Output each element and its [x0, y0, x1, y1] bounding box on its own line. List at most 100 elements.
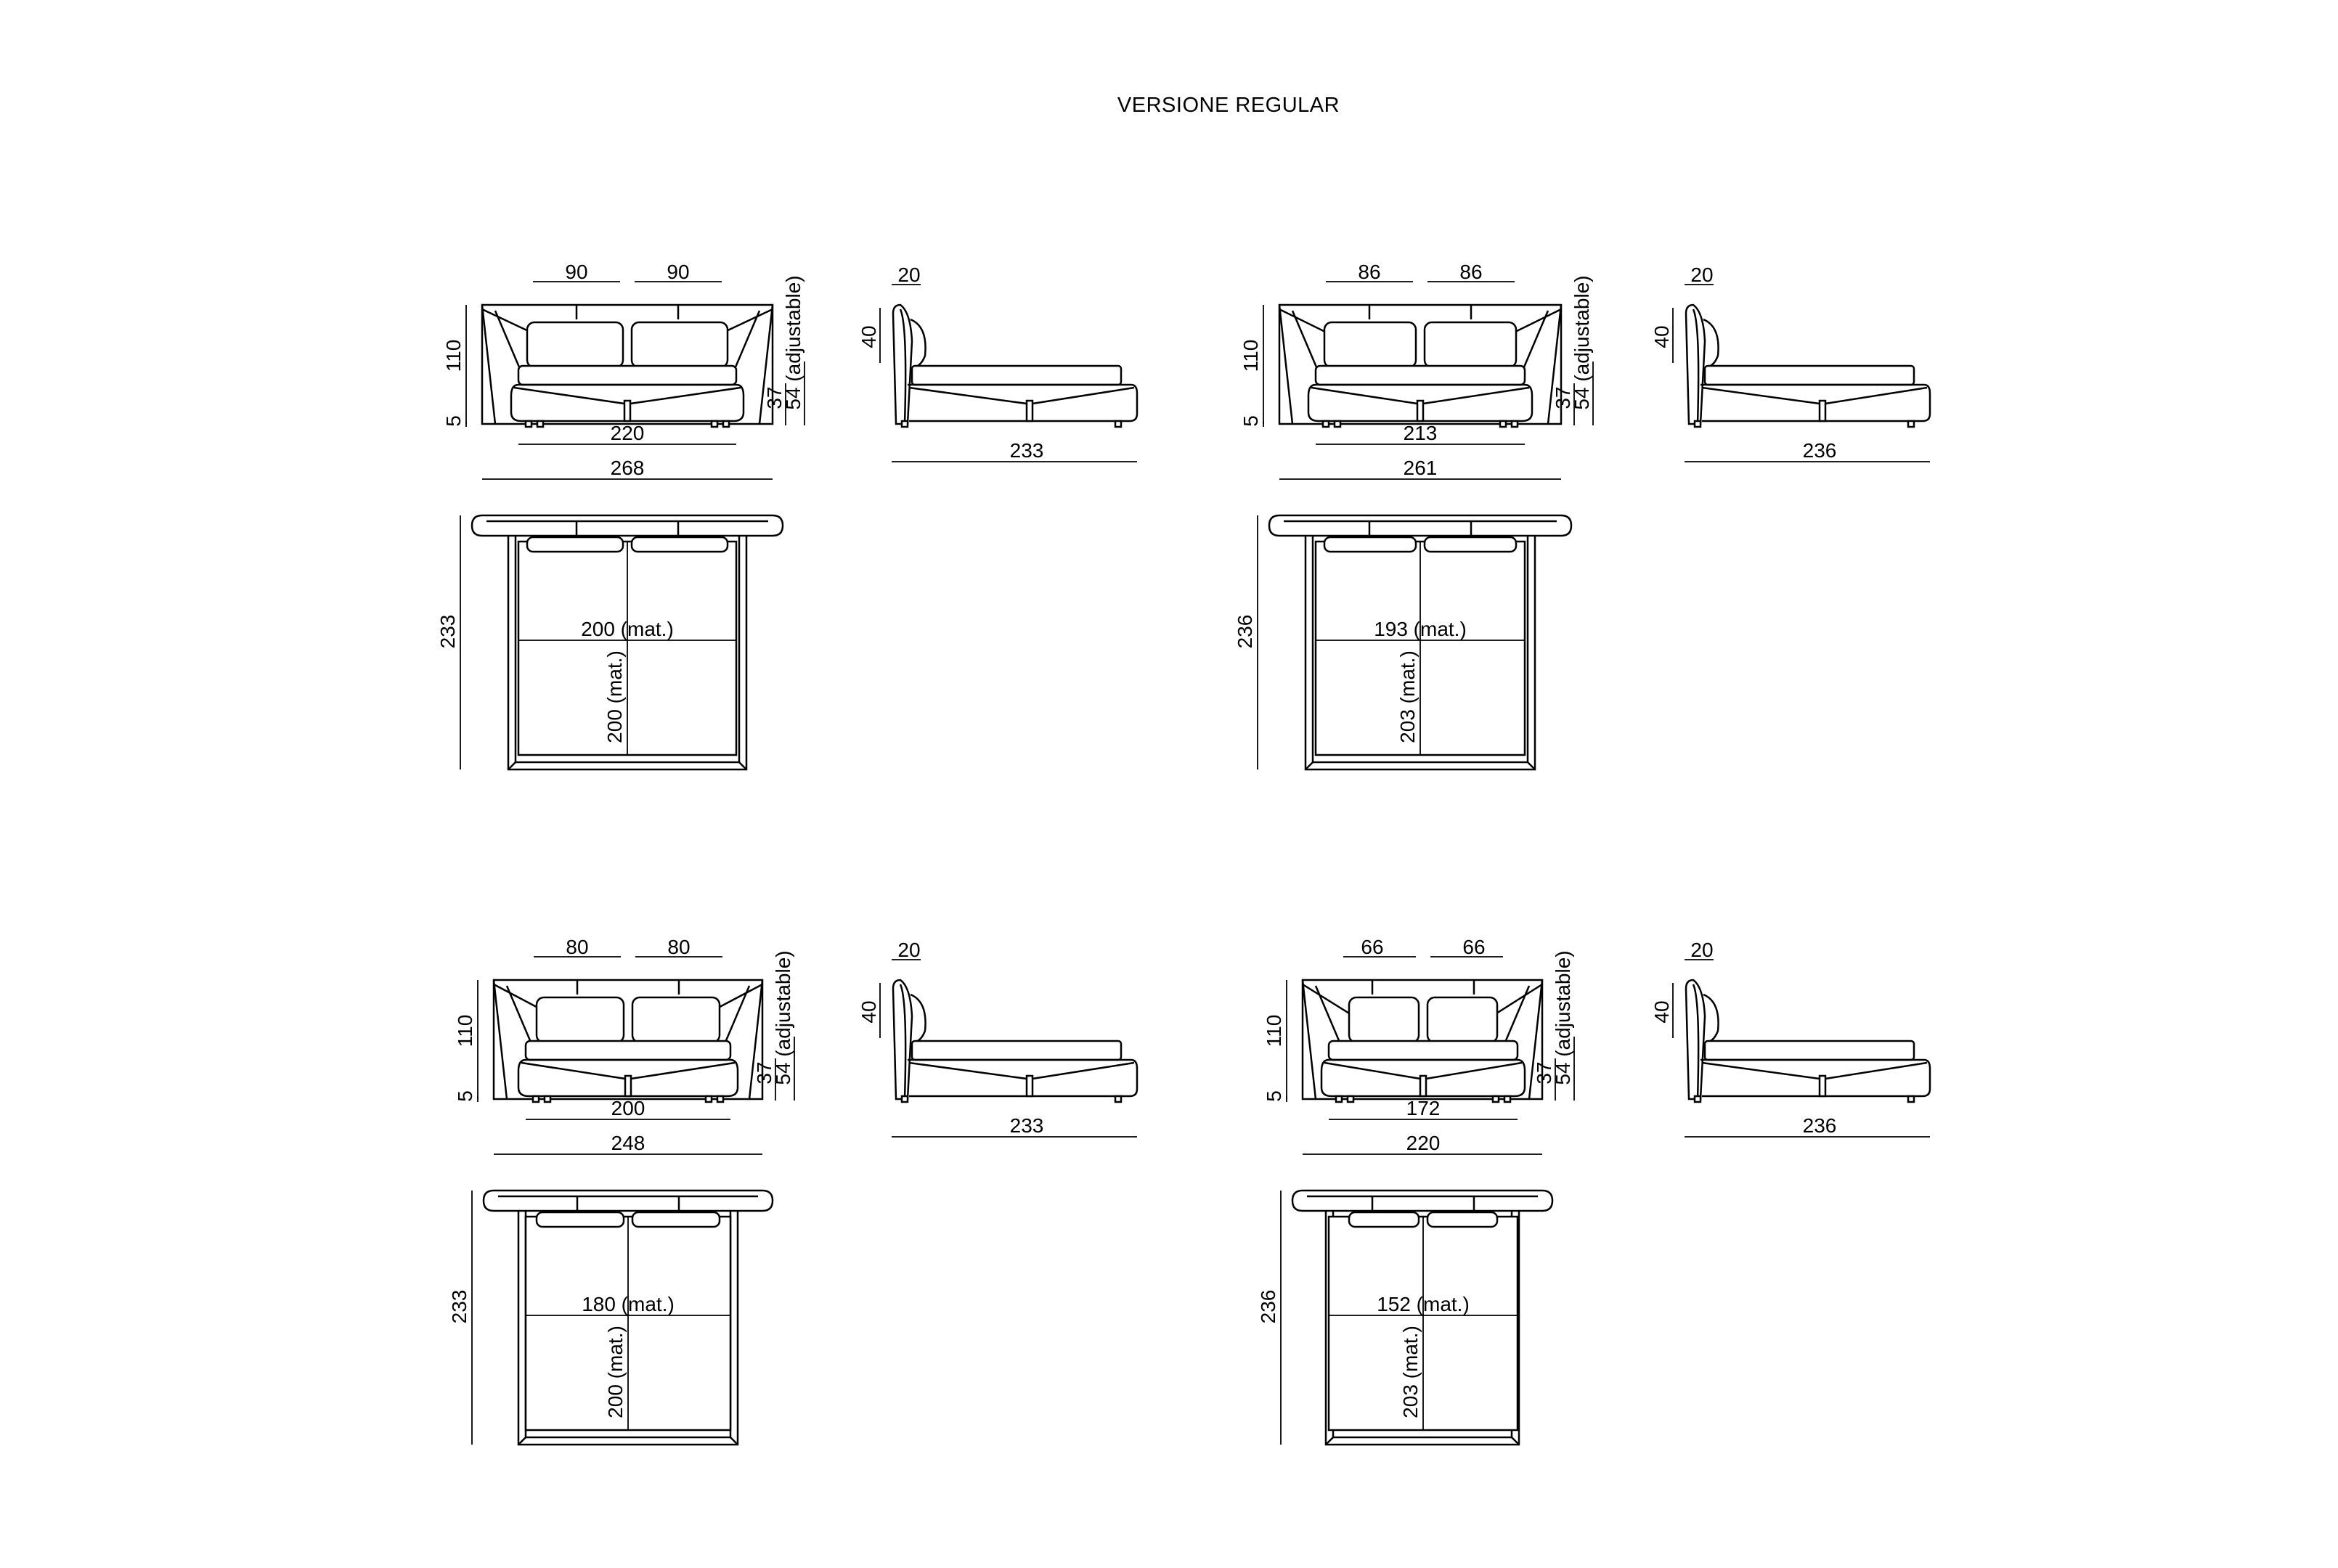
side-headboard: [892, 303, 913, 425]
side-foot: [900, 1095, 909, 1103]
headboard-depth-label: 20: [1690, 264, 1713, 286]
side-base-fold: [1032, 1061, 1135, 1080]
side-base-fold: [908, 386, 1027, 405]
side-support: [1818, 1074, 1827, 1098]
plan-corner: [508, 761, 516, 770]
foot: [543, 1095, 552, 1103]
base-fold-line: [1324, 1061, 1421, 1080]
foot: [1346, 1095, 1355, 1103]
page-title: VERSIONE REGULAR: [1117, 94, 1340, 117]
side-base-fold: [1825, 1061, 1928, 1080]
headboard-wing: [494, 310, 521, 369]
pillow-width-label-right: 90: [667, 261, 689, 283]
plan-view: 180 (mat.)200 (mat.)233: [448, 1189, 774, 1446]
side-base-fold: [908, 1061, 1027, 1080]
headboard-height-label: 40: [858, 325, 880, 348]
inner-width-label: 213: [1404, 422, 1438, 444]
plan-frame: [1304, 536, 1536, 771]
plan-corner: [730, 1437, 738, 1445]
plan-view: 200 (mat.)200 (mat.)233: [436, 514, 784, 771]
side-headboard-fold: [899, 309, 907, 425]
mattress-width-label: 193 (mat.): [1374, 618, 1467, 640]
side-base-fold: [1032, 386, 1135, 405]
mattress-width-label: 200 (mat.): [581, 618, 674, 640]
headboard-wing: [1522, 310, 1549, 369]
central-support: [623, 399, 632, 422]
headboard-wing: [1278, 304, 1294, 425]
headboard-height-label: 40: [1650, 1000, 1673, 1023]
headboard-wing: [1314, 985, 1342, 1045]
plan-corner: [738, 761, 747, 770]
side-mattress: [1703, 364, 1915, 386]
headboard-wing: [505, 985, 533, 1045]
plan-view: 152 (mat.)203 (mat.)236: [1257, 1189, 1554, 1446]
plan-length-label: 233: [448, 1290, 471, 1324]
plan-corner: [1527, 761, 1536, 770]
base-fold-line: [630, 386, 741, 405]
side-headboard: [1685, 979, 1706, 1101]
base-fold-line: [630, 1061, 736, 1080]
pillow-right: [1426, 996, 1499, 1044]
foot: [1491, 1095, 1500, 1103]
headboard-wing: [492, 979, 508, 1100]
central-support: [1419, 1074, 1427, 1098]
headboard-wing: [758, 304, 774, 425]
pillow-right: [630, 321, 729, 369]
base-fold-line: [1425, 1061, 1523, 1080]
headboard-wing: [733, 310, 761, 369]
seat-height-label: 37: [1552, 386, 1574, 409]
side-mattress: [1703, 1040, 1915, 1061]
plan-pillow-left: [1323, 536, 1417, 553]
base-fold-line: [1311, 386, 1418, 405]
plan-pillow-right: [631, 1211, 721, 1228]
mattress-length-label: 200 (mat.): [603, 650, 626, 743]
plan-frame: [507, 536, 748, 771]
height-label: 110: [442, 340, 465, 372]
base-fold-line: [513, 386, 625, 405]
pillow-width-label-right: 66: [1462, 936, 1485, 958]
headboard-wing: [1291, 310, 1319, 369]
side-length-label: 236: [1803, 1114, 1837, 1137]
side-base-fold: [1701, 1061, 1820, 1080]
headboard-wing: [723, 985, 751, 1045]
side-foot: [1693, 420, 1702, 428]
side-base: [1700, 1058, 1931, 1098]
side-foot: [1693, 1095, 1702, 1103]
side-support: [1025, 1074, 1034, 1098]
side-length-label: 233: [1010, 439, 1044, 462]
pillow-left: [535, 996, 625, 1044]
plan-length-label: 236: [1257, 1290, 1279, 1324]
side-foot: [1114, 420, 1123, 428]
pillow-left: [1323, 321, 1417, 369]
pillow-width-label-left: 90: [565, 261, 587, 283]
adjustable-height-label: 54 (adjustable): [1552, 950, 1574, 1085]
plan-frame-inner: [514, 536, 741, 764]
side-length-label: 233: [1010, 1114, 1044, 1137]
foot: [1499, 420, 1507, 428]
side-foot: [1114, 1095, 1123, 1103]
foot-height-label: 5: [454, 1090, 476, 1102]
side-support: [1818, 399, 1827, 422]
plan-pillow-right: [630, 536, 729, 553]
pillow-width-label-right: 86: [1459, 261, 1482, 283]
plan-pillow-right: [1423, 536, 1518, 553]
foot-height-label: 5: [1263, 1090, 1285, 1102]
pillow-left: [526, 321, 624, 369]
plan-headboard: [1291, 1189, 1554, 1212]
foot: [1335, 1095, 1343, 1103]
foot: [531, 1095, 540, 1103]
headboard-wing: [1301, 979, 1317, 1100]
height-label: 110: [1239, 340, 1262, 372]
side-headboard: [1685, 303, 1706, 425]
foot: [704, 1095, 713, 1103]
plan-frame: [517, 1211, 739, 1446]
mattress: [1314, 364, 1526, 386]
plan-headboard: [482, 1189, 774, 1212]
foot: [1503, 1095, 1512, 1103]
